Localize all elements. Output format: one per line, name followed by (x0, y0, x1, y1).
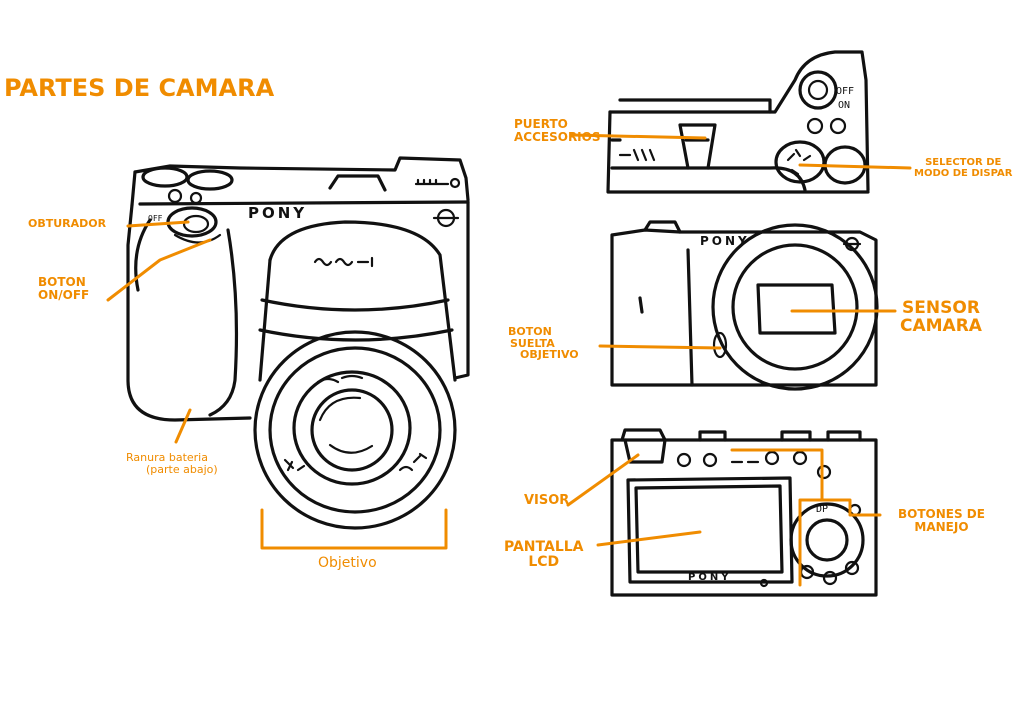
top-camera (606, 50, 870, 194)
label-obturador: OBTURADOR (28, 217, 107, 230)
label-selector-modo: SELECTOR DE MODO DE DISPAR (914, 157, 1013, 179)
leader-lines (106, 133, 912, 587)
dial-label-on: ON (838, 100, 851, 111)
body-front-camera (610, 220, 879, 391)
shutter-label-off: OFF (148, 214, 163, 223)
label-boton-suelta-objetivo: BOTON SUELTA OBJETIVO (508, 325, 579, 362)
label-objetivo: Objetivo (318, 555, 377, 571)
diagram-title: PARTES DE CAMARA (4, 74, 275, 102)
label-sensor-camara: SENSOR CAMARA (900, 298, 982, 336)
back-camera (610, 428, 878, 597)
label-visor: VISOR (524, 493, 570, 508)
controller-label-dp: DP (816, 504, 829, 515)
brand-logo-back: PONY (688, 572, 732, 583)
label-botones-manejo: BOTONES DE MANEJO (898, 507, 985, 534)
brand-logo-body: PONY (700, 234, 750, 248)
label-ranura-bateria: Ranura bateria (parte abajo) (126, 451, 218, 476)
label-boton-onoff: BOTON ON/OFF (38, 275, 90, 302)
brand-logo-front: PONY (248, 204, 308, 222)
label-puerto-accesorios: PUERTO ACCESORIOS (514, 117, 601, 144)
dial-label-off: OFF (836, 86, 855, 97)
label-pantalla-lcd: PANTALLA LCD (504, 539, 584, 570)
